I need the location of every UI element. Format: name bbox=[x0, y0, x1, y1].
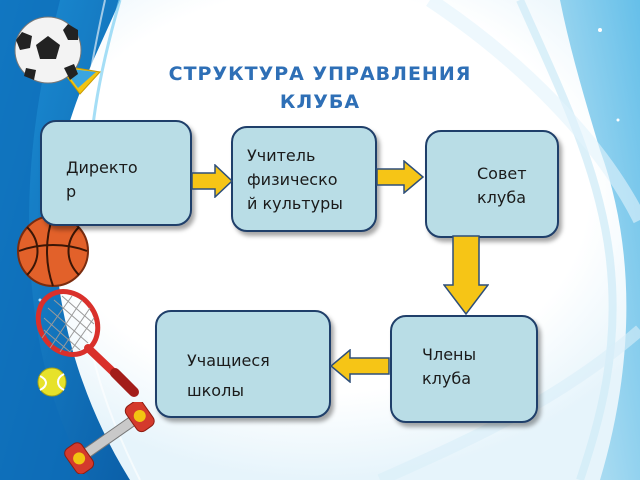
title-line-2: КЛУБА bbox=[279, 91, 361, 113]
node-director-label: Директо р bbox=[66, 158, 138, 201]
node-members: Члены клуба bbox=[390, 315, 538, 423]
node-students: Учащиеся школы bbox=[155, 310, 331, 418]
node-teacher-label: Учитель физическо й культуры bbox=[247, 146, 343, 213]
arrow-teacher-to-council bbox=[376, 160, 424, 194]
page-title: СТРУКТУРА УПРАВЛЕНИЯ КЛУБА bbox=[120, 60, 520, 116]
tennis-racket-icon bbox=[35, 289, 139, 397]
arrow-director-to-teacher bbox=[191, 164, 233, 198]
node-council: Совет клуба bbox=[425, 130, 559, 238]
node-director: Директо р bbox=[40, 120, 192, 226]
arrow-council-to-members bbox=[443, 235, 489, 315]
node-teacher: Учитель физическо й культуры bbox=[231, 126, 377, 232]
soccer-ball-icon bbox=[14, 16, 101, 95]
node-members-label: Члены клуба bbox=[422, 345, 477, 388]
node-council-label: Совет клуба bbox=[477, 164, 527, 207]
tennis-ball-icon bbox=[37, 367, 67, 397]
arrow-members-to-students bbox=[330, 349, 390, 383]
node-students-label: Учащиеся школы bbox=[187, 351, 270, 400]
dumbbell-icon bbox=[64, 402, 155, 474]
title-line-1: СТРУКТУРА УПРАВЛЕНИЯ bbox=[168, 63, 472, 85]
